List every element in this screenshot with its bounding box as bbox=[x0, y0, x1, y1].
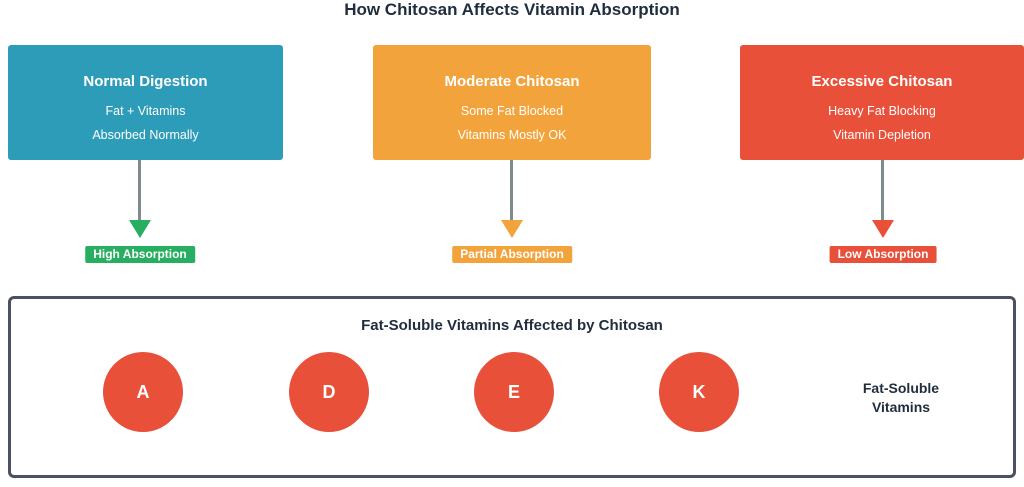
stage-title: Excessive Chitosan bbox=[811, 73, 953, 90]
vitamin-circle-d: D bbox=[289, 352, 369, 432]
stage-line: Some Fat Blocked bbox=[460, 104, 564, 118]
result-badge-normal: High Absorption bbox=[85, 246, 195, 263]
vitamin-panel: Fat-Soluble Vitamins Affected by Chitosa… bbox=[8, 296, 1016, 478]
connector-line bbox=[138, 160, 141, 222]
vitamin-panel-title: Fat-Soluble Vitamins Affected by Chitosa… bbox=[361, 317, 663, 334]
diagram-title: How Chitosan Affects Vitamin Absorption bbox=[344, 0, 680, 19]
vitamin-circle-k: K bbox=[659, 352, 739, 432]
stage-line: Absorbed Normally bbox=[92, 128, 199, 142]
stage-box-moderate-chitosan: Moderate Chitosan Some Fat Blocked Vitam… bbox=[373, 45, 651, 160]
connector-line bbox=[881, 160, 884, 222]
stage-box-excessive-chitosan: Excessive Chitosan Heavy Fat Blocking Vi… bbox=[740, 45, 1024, 160]
stage-line: Fat + Vitamins bbox=[105, 104, 186, 118]
arrow-down-icon bbox=[129, 220, 151, 238]
panel-side-label: Fat-Soluble Vitamins bbox=[816, 379, 986, 417]
result-badge-moderate: Partial Absorption bbox=[452, 246, 572, 263]
arrow-down-icon bbox=[872, 220, 894, 238]
panel-side-label-line1: Fat-Soluble bbox=[862, 380, 940, 396]
stage-title: Normal Digestion bbox=[83, 73, 208, 90]
panel-side-label-line2: Vitamins bbox=[871, 399, 931, 415]
arrow-down-icon bbox=[501, 220, 523, 238]
stage-line: Heavy Fat Blocking bbox=[828, 104, 936, 118]
stage-line: Vitamin Depletion bbox=[833, 128, 931, 142]
stage-title: Moderate Chitosan bbox=[444, 73, 580, 90]
stage-line: Vitamins Mostly OK bbox=[457, 128, 567, 142]
result-badge-excessive: Low Absorption bbox=[829, 246, 937, 263]
connector-line bbox=[510, 160, 513, 222]
vitamin-circle-e: E bbox=[474, 352, 554, 432]
vitamin-circle-a: A bbox=[103, 352, 183, 432]
stage-box-normal-digestion: Normal Digestion Fat + Vitamins Absorbed… bbox=[8, 45, 283, 160]
